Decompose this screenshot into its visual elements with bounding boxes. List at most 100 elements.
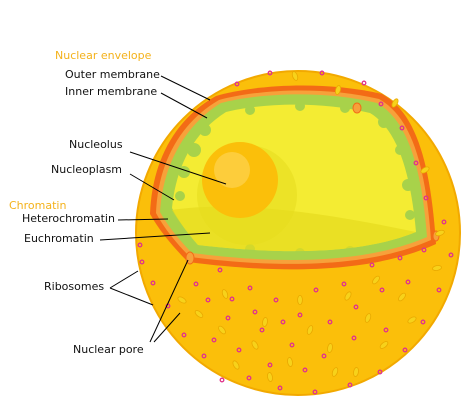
ribosome-dot [420,319,426,325]
nuclear-pores [185,102,440,265]
ribosome-dot [402,347,408,353]
ribosome-dot [139,259,145,265]
ribosome-dot [193,281,199,287]
vesicle [334,85,342,95]
ribosome-dot [137,242,143,248]
ribosome-dot [423,195,429,201]
ribosome-dot [377,369,383,375]
ribosome-dot [219,377,225,383]
ribosome-dot [397,255,403,261]
label-euchromatin: Euchromatin [24,232,94,245]
label-nucleolus: Nucleolus [69,138,123,151]
vesicle [407,316,417,324]
ribosome-dot [236,347,242,353]
vesicle [177,296,187,304]
ribosome-dot [259,327,265,333]
leader-heterochromatin [117,218,169,221]
vesicle [435,229,445,237]
ribosome-dot [399,125,405,131]
vesicle [398,292,406,302]
ribosome-dot [267,362,273,368]
vesicle [221,289,229,299]
ribosome-dot [341,281,347,287]
ribosome-dot [211,337,217,343]
ribosome-dot [252,309,258,315]
ribosome-dot [321,353,327,359]
leader-outer-membrane [160,75,211,101]
leader-lines [99,75,227,343]
leader-nuclear-pore-1 [149,259,189,343]
ribosome-dot [436,287,442,293]
ribosome-dot [247,285,253,291]
ribosome-dot [378,101,384,107]
ribosome-dot [379,287,385,293]
ribosome-dot [319,70,325,76]
ribosome-dot [217,267,223,273]
category-chromatin: Chromatin [9,199,66,212]
cytoplasm-vesicles [177,71,445,382]
vesicle [287,357,293,367]
ribosome-dot [181,332,187,338]
vesicle [353,367,359,377]
leader-nucleolus [129,151,227,185]
ribosome-dot [280,319,286,325]
leader-nucleoplasm [129,173,175,201]
ribosome-dot [421,247,427,253]
ribosome-dot [234,81,240,87]
vesicle [344,291,352,301]
label-nuclear-pore: Nuclear pore [73,343,144,356]
ribosome-dot [383,327,389,333]
vesicle [379,341,389,349]
ribosome-dot [225,315,231,321]
ribosome-dot [229,296,235,302]
ribosome-dot [312,389,318,395]
vesicle [267,372,273,382]
leader-inner-membrane [160,92,208,119]
ribosome-dots [137,70,454,395]
ribosome-dot [347,382,353,388]
vesicle [251,340,259,350]
label-outer-membrane: Outer membrane [65,68,160,81]
ribosome-dot [413,160,419,166]
ribosome-dot [267,70,273,76]
ribosome-dot [205,297,211,303]
label-heterochromatin: Heterochromatin [22,212,115,225]
leader-ribosomes-2 [109,287,154,306]
vesicle [420,166,430,174]
ribosome-dot [405,279,411,285]
vesicle [432,265,442,271]
vesicle [391,98,399,108]
ribosome-dot [361,80,367,86]
ribosome-dot [369,262,375,268]
category-nuclear-envelope: Nuclear envelope [55,49,152,62]
ribosome-dot [273,297,279,303]
ribosome-dot [327,319,333,325]
leader-ribosomes-1 [109,270,139,289]
ribosome-dot [150,280,156,286]
vesicle [372,275,380,285]
vesicle [306,325,314,335]
vesicle [218,325,226,335]
ribosome-dot [201,353,207,359]
vesicle [232,360,240,370]
vesicle [327,343,333,353]
leader-euchromatin [99,232,211,241]
ribosome-dot [441,219,447,225]
vesicle [364,313,372,323]
vesicle [194,310,204,318]
label-inner-membrane: Inner membrane [65,85,157,98]
leader-nuclear-pore-2 [153,312,181,343]
label-ribosomes: Ribosomes [44,280,104,293]
vesicle [297,294,303,305]
nucleolus [197,142,297,245]
ribosome-dot [313,287,319,293]
ribosome-dot [351,335,357,341]
ribosome-dot [297,312,303,318]
ribosome-dot [353,304,359,310]
ribosome-dot [277,385,283,391]
label-nucleoplasm: Nucleoplasm [51,163,122,176]
vesicle [262,317,268,327]
vesicle [331,367,339,377]
ribosome-dot [302,367,308,373]
